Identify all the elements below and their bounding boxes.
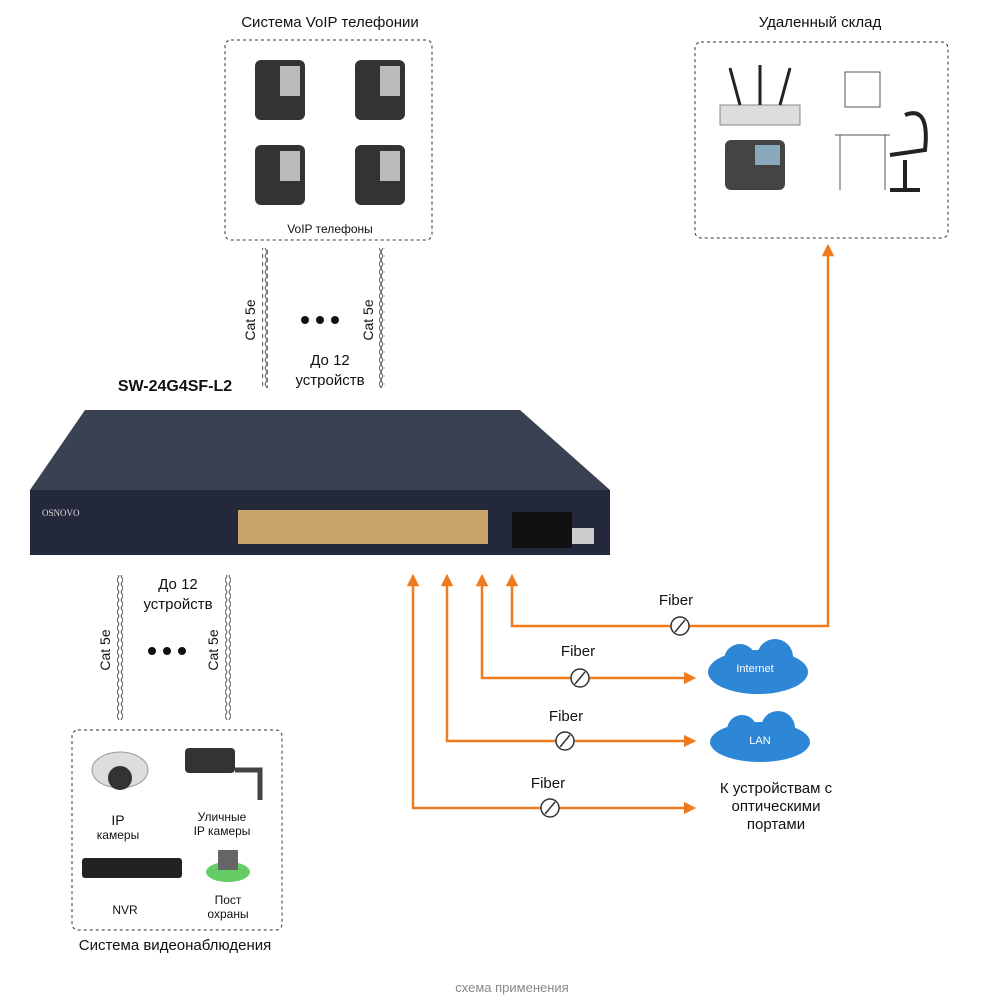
video-icons xyxy=(82,748,263,882)
cloud-internet xyxy=(708,639,808,694)
fiber-label: Fiber xyxy=(658,592,694,609)
device-count-unit: устройств xyxy=(295,372,365,389)
switch-brand: OSNOVO xyxy=(42,508,80,518)
cable-upper-left xyxy=(262,248,268,388)
device-count: До 12 xyxy=(310,352,350,369)
voip-box xyxy=(224,39,433,241)
cloud-lan xyxy=(710,711,810,762)
footer-caption: схема применения xyxy=(455,980,569,995)
cat5e-label: Cat 5e xyxy=(242,299,258,341)
cable-lower-left xyxy=(117,575,123,720)
ellipsis-dots xyxy=(148,316,339,655)
lan-label: LAN xyxy=(749,735,771,747)
internet-label: Internet xyxy=(736,663,774,675)
device-count: До 12 xyxy=(158,576,198,593)
fiber-label: Fiber xyxy=(530,775,566,792)
cat5e-label: Cat 5e xyxy=(360,299,376,341)
video-box xyxy=(71,729,283,931)
fiber-label: Fiber xyxy=(560,643,596,660)
video-title: Система видеонаблюдения xyxy=(78,937,272,954)
warehouse-icons xyxy=(719,65,928,192)
switch-model: SW-24G4SF-L2 xyxy=(117,378,233,395)
cable-upper-right xyxy=(379,248,385,388)
voip-caption: VoIP телефоны xyxy=(287,222,373,236)
cat5e-label: Cat 5e xyxy=(97,629,113,671)
warehouse-title: Удаленный склад xyxy=(758,14,882,31)
device-count-unit: устройств xyxy=(143,596,213,613)
warehouse-box xyxy=(694,41,949,239)
voip-title: Система VoIP телефонии xyxy=(241,14,419,31)
cat5e-label: Cat 5e xyxy=(205,629,221,671)
cable-lower-right xyxy=(225,575,231,720)
switch-device xyxy=(30,410,610,555)
fiber-connectors xyxy=(540,616,690,818)
nvr-label: NVR xyxy=(112,903,138,917)
fiber-label: Fiber xyxy=(548,708,584,725)
fiber-lines xyxy=(406,243,835,815)
phone-icons xyxy=(255,60,405,205)
